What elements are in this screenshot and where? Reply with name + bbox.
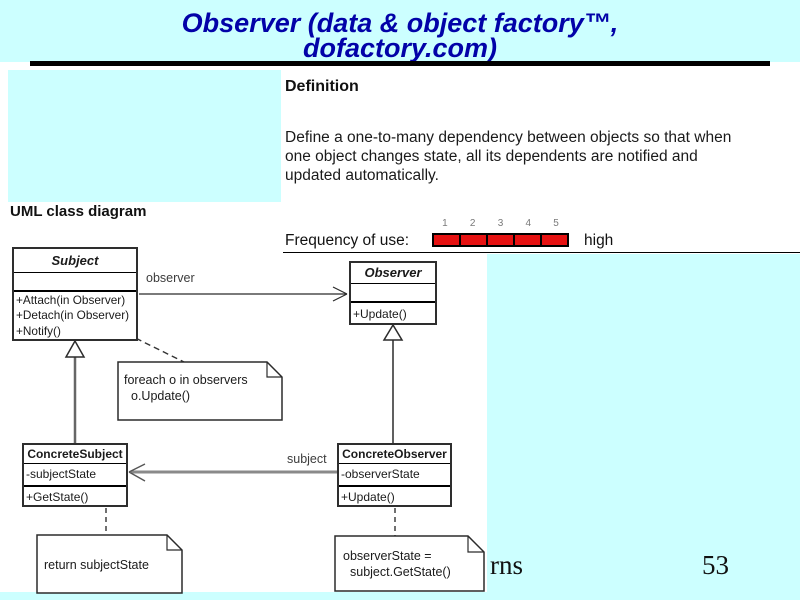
footer-partial-text: rns (490, 550, 523, 580)
scale-number-3: 3 (497, 218, 504, 229)
class-attributes-empty (14, 272, 136, 290)
background-top-band (0, 0, 800, 62)
uml-section-label: UML class diagram (10, 203, 147, 220)
class-name: ConcreteObserver (342, 447, 447, 461)
frequency-bar-segment (461, 235, 486, 245)
background-bottom-band (0, 592, 800, 600)
note-observerstate-line2: subject.GetState() (350, 565, 451, 579)
title-divider-rule (30, 61, 770, 66)
slide-title-line1: Observer (data & object factory™, (181, 8, 619, 38)
frequency-scale-numbers: 1 2 3 4 5 (432, 218, 569, 229)
note-return-fold-icon (166, 535, 182, 551)
class-attributes-empty (351, 283, 435, 301)
method: +Notify() (16, 323, 61, 338)
background-left-panel (8, 70, 281, 202)
association-label-subject: subject (287, 452, 327, 466)
class-attributes: -observerState (339, 463, 450, 485)
note-return-line1: return subjectState (44, 558, 149, 572)
attribute: -observerState (341, 467, 420, 481)
note-foreach-fold-icon (266, 362, 282, 378)
definition-body-line2: one object changes state, all its depend… (285, 148, 698, 165)
definition-body-line1: Define a one-to-many dependency between … (285, 129, 732, 146)
method: +Update() (353, 307, 407, 321)
class-box-subject: Subject +Attach(in Observer) +Detach(in … (12, 247, 138, 341)
class-box-concrete-subject: ConcreteSubject -subjectState +GetState(… (22, 443, 128, 507)
generalization-observer-triangle-icon (382, 323, 404, 341)
frequency-underline (283, 252, 800, 253)
generalization-subject-triangle-icon (64, 339, 86, 358)
class-methods: +Update() (351, 301, 435, 324)
method: +Update() (341, 490, 395, 504)
frequency-bar-segment (488, 235, 513, 245)
method: +Attach(in Observer) (16, 293, 126, 307)
class-methods: +Update() (339, 485, 450, 507)
frequency-label: Frequency of use: (285, 232, 410, 249)
association-observer-arrowhead-icon (332, 286, 348, 302)
class-name: Subject (51, 253, 99, 268)
class-attributes: -subjectState (24, 463, 126, 485)
method: +Detach(in Observer) (16, 308, 130, 323)
class-methods: +GetState() (24, 485, 126, 507)
class-name: ConcreteSubject (27, 447, 123, 461)
definition-heading: Definition (285, 78, 359, 95)
class-methods: +Attach(in Observer) +Detach(in Observer… (14, 290, 136, 339)
frequency-bar-segment (515, 235, 540, 245)
note-foreach-line1: foreach o in observers (124, 373, 248, 387)
background-right-panel (487, 254, 800, 592)
class-box-concrete-observer: ConcreteObserver -observerState +Update(… (337, 443, 452, 507)
scale-number-5: 5 (553, 218, 559, 229)
slide-title: Observer (data & object factory™, dofact… (0, 8, 800, 63)
note-observerstate-line1: observerState = (343, 549, 432, 563)
note-observerstate-shape (334, 535, 485, 592)
association-subject-arrowhead-icon (128, 463, 146, 482)
definition-body-line3: updated automatically. (285, 167, 439, 184)
frequency-bar-segment (542, 235, 567, 245)
slide-title-line2: dofactory.com) (302, 33, 498, 63)
scale-number-1: 1 (442, 218, 448, 229)
page-number: 53 (702, 550, 729, 580)
class-box-observer: Observer +Update() (349, 261, 437, 325)
frequency-bar (432, 233, 569, 247)
scale-number-4: 4 (525, 218, 532, 229)
attribute: -subjectState (26, 467, 97, 481)
note-observerstate-fold-icon (467, 536, 484, 553)
note-foreach-line2: o.Update() (131, 389, 191, 403)
frequency-level-label: high (584, 232, 614, 249)
scale-number-2: 2 (469, 218, 476, 229)
class-name: Observer (364, 265, 422, 280)
method: +GetState() (26, 490, 89, 504)
frequency-bar-segment (434, 235, 459, 245)
association-label-observer: observer (146, 271, 195, 285)
